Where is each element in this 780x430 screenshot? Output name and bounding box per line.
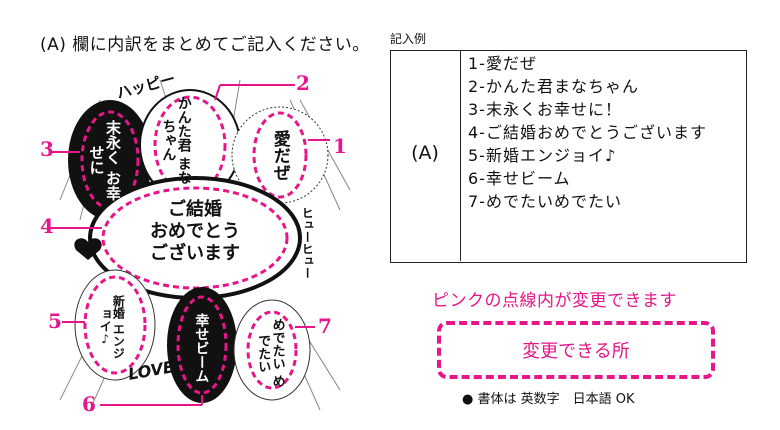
callout-number-3: 3 bbox=[40, 137, 54, 161]
bubble-5-shape bbox=[74, 269, 156, 381]
editable-note: ピンクの点線内が変更できます bbox=[432, 291, 677, 311]
bubble-7-dash bbox=[246, 310, 298, 390]
font-note: ● 書体は 英数字 日本語 OK bbox=[462, 388, 635, 407]
heart-icon bbox=[74, 238, 102, 260]
instruction-text: (A) 欄に内訳をまとめてご記入ください。 bbox=[40, 35, 370, 55]
example-row-4: 4-ご結婚おめでとうございます bbox=[468, 123, 707, 142]
example-table bbox=[390, 50, 747, 263]
bubble-3-text: 末永く お幸せに bbox=[87, 119, 123, 201]
illustration bbox=[50, 79, 351, 411]
example-row-1: 1-愛だぜ bbox=[468, 54, 537, 73]
callout-number-4: 4 bbox=[40, 214, 54, 238]
bubble-4-line-2: おめでとう bbox=[150, 221, 240, 242]
bubble-4-line-3: ございます bbox=[150, 243, 240, 264]
bubble-6-dash bbox=[176, 295, 228, 395]
bubble-5-text: 新婚 エンジョイ♪ bbox=[98, 294, 126, 360]
bubble-1-dash bbox=[252, 111, 308, 199]
example-row-5: 5-新婚エンジョイ♪ bbox=[468, 146, 617, 165]
bubble-6-text: 幸せビーム bbox=[193, 313, 210, 383]
callout-number-7: 7 bbox=[318, 314, 332, 338]
bubble-4-line-1: ご結婚 bbox=[168, 199, 222, 220]
example-key-text: (A) bbox=[411, 142, 439, 164]
bubble-1-text: 愛だぜ bbox=[269, 129, 290, 181]
example-row-6: 6-幸せビーム bbox=[468, 169, 571, 188]
callout-number-5: 5 bbox=[48, 309, 62, 333]
example-label: 記入例 bbox=[390, 32, 427, 46]
example-row-7: 7-めでたいめでたい bbox=[468, 192, 622, 211]
callout-number-6: 6 bbox=[82, 392, 96, 416]
callout-lines bbox=[50, 84, 330, 406]
example-row-3: 3-末永くお幸せに！ bbox=[468, 100, 622, 119]
example-key-cell bbox=[390, 50, 461, 261]
editable-area-text: 変更できる所 bbox=[522, 341, 630, 362]
bubble-5-dash bbox=[83, 275, 147, 375]
sfx-side: ヒューヒュー bbox=[300, 207, 315, 279]
callout-number-2: 2 bbox=[296, 71, 310, 95]
bullet-icon: ● bbox=[462, 392, 474, 407]
bubble-6-shape bbox=[167, 287, 237, 403]
example-row-2: 2-かんた君まなちゃん bbox=[468, 77, 639, 96]
callout-number-1: 1 bbox=[333, 134, 347, 158]
font-note-text: 書体は 英数字 日本語 OK bbox=[477, 392, 635, 407]
bubble-4-dash bbox=[101, 186, 289, 290]
editable-area-sample: 変更できる所 bbox=[437, 321, 715, 379]
bubble-7-text: めでたい めでたい bbox=[255, 318, 285, 388]
bubble-2-text: かんた君 まな ちゃん bbox=[160, 95, 192, 185]
bubble-1-shape bbox=[231, 106, 329, 204]
